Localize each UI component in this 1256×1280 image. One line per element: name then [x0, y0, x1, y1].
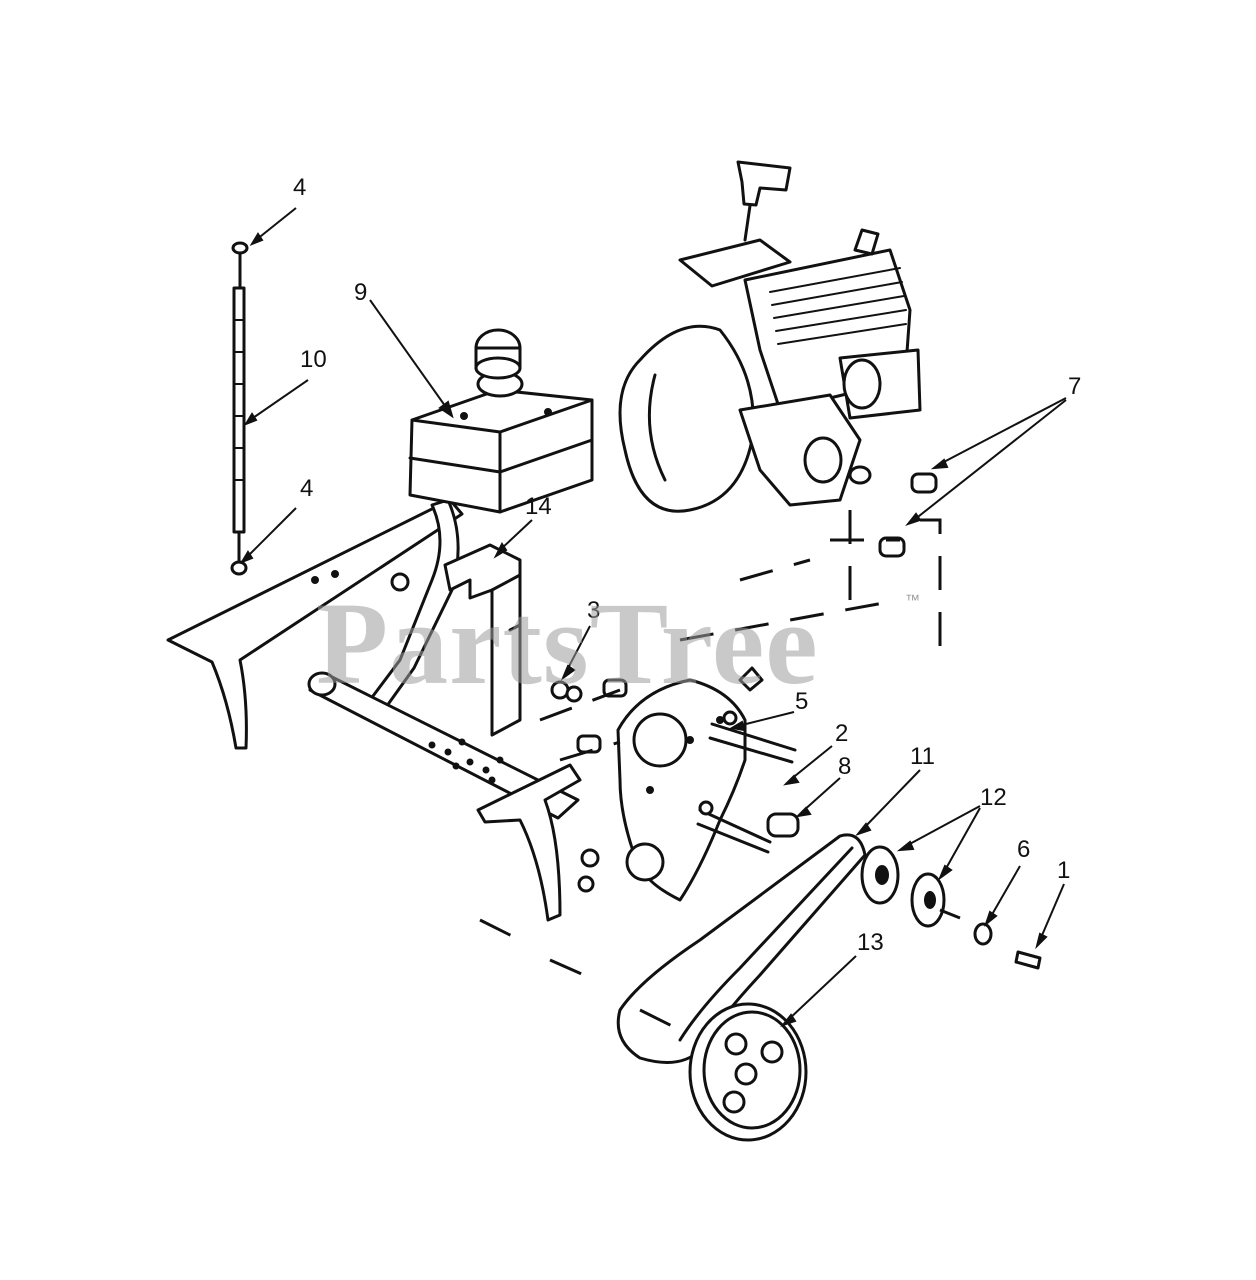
part-8-spacer [766, 812, 800, 838]
part-10-rod [232, 286, 246, 534]
callout-8: 8 [838, 753, 851, 780]
callout-5: 5 [795, 688, 808, 715]
part-13-drive-pulley [688, 1002, 808, 1142]
part-14-bracket [443, 543, 522, 737]
side-plate [616, 666, 764, 902]
callout-7: 7 [1068, 373, 1081, 400]
part-4-caps [230, 241, 249, 576]
part-9-fuel-tank [408, 328, 594, 514]
callout-13: 13 [857, 929, 884, 956]
leader-lines [239, 207, 1067, 1028]
part-5-2-bolts [696, 710, 797, 854]
callout-1: 1 [1057, 857, 1070, 884]
callout-6: 6 [1017, 836, 1030, 863]
callout-4-bottom: 4 [300, 475, 313, 502]
alignment-lines [479, 510, 961, 1037]
callout-14: 14 [525, 493, 552, 520]
callout-10: 10 [300, 346, 327, 373]
part-6-washer [973, 922, 993, 946]
callout-3: 3 [587, 597, 600, 624]
watermark: PartsTree ™ [316, 578, 920, 709]
callout-9: 9 [354, 279, 367, 306]
engine [618, 160, 922, 513]
part-3-hardware [550, 678, 628, 754]
watermark-text: PartsTree [316, 578, 819, 709]
part-11-belt [616, 833, 867, 1064]
part-1-bolt [1014, 950, 1042, 970]
callout-4-top: 4 [293, 174, 306, 201]
callout-labels: 4 9 10 4 14 7 3 5 2 8 11 12 6 1 13 [293, 174, 1081, 956]
part-7-spacers [878, 472, 938, 558]
frame-assembly [166, 498, 600, 922]
watermark-trademark: ™ [905, 592, 920, 609]
crossbar-holes [428, 738, 504, 784]
cooling-fins [769, 267, 907, 345]
part-12-pulley-halves [860, 845, 946, 928]
callout-2: 2 [835, 720, 848, 747]
callout-11: 11 [910, 743, 935, 770]
callout-12: 12 [980, 784, 1007, 811]
